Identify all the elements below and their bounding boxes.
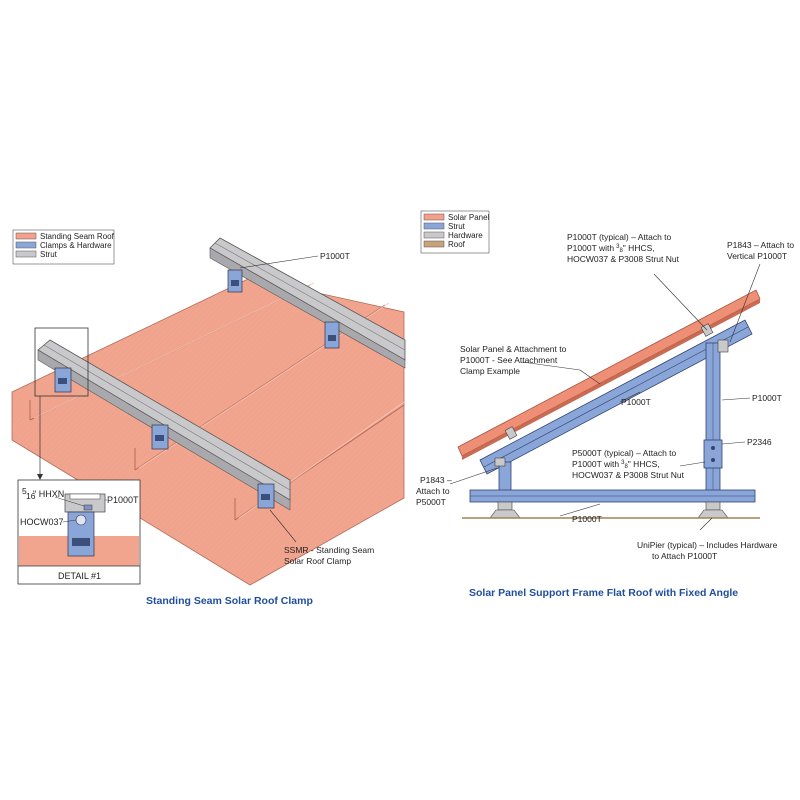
- detail-arrow-icon: [37, 474, 43, 480]
- detail-1-box: 5 16 " HHXN P1000T HOCW037 DETAIL #1: [17, 479, 141, 585]
- right-diagram: Solar Panel Strut Hardware Roof: [416, 210, 794, 599]
- label-panel-3: Clamp Example: [460, 366, 520, 376]
- legend-swatch-roof: [423, 240, 445, 248]
- detail-marker: [34, 327, 89, 397]
- diagonal-strut: [479, 319, 753, 475]
- label-top-b1: P1843 – Attach to: [727, 240, 794, 250]
- label-ssmr-2: Solar Roof Clamp: [284, 556, 351, 566]
- label-p5000t-3: HOCW037 & P3008 Strut Nut: [572, 470, 685, 480]
- legend-swatch-strut: [15, 250, 37, 258]
- label-p1000t: P1000T: [320, 251, 350, 261]
- roof-clamp: [257, 483, 275, 509]
- label-top-b2: Vertical P1000T: [727, 251, 787, 261]
- front-post: [494, 457, 512, 493]
- label-panel-2: P1000T - See Attachment: [460, 355, 558, 365]
- label-p1843-1: P1843 –: [420, 475, 452, 485]
- legend-label: Roof: [448, 240, 466, 249]
- detail-hhxn-frac-num: 5: [22, 486, 27, 496]
- panel-clamp: [504, 426, 518, 440]
- label-top-a2-pre: P1000T with: [567, 243, 614, 253]
- legend-label: Strut: [40, 250, 58, 259]
- roof-clamp: [54, 367, 72, 393]
- roof-clamp: [227, 269, 243, 293]
- unipier-foot: [489, 501, 521, 519]
- legend-swatch-hardware: [423, 231, 445, 239]
- detail-p1000t-label: P1000T: [107, 495, 139, 505]
- label-p1000t-diag: P1000T: [621, 397, 651, 407]
- label-top-a3: HOCW037 & P3008 Strut Nut: [567, 254, 680, 264]
- legend-label: Standing Seam Roof: [40, 232, 115, 241]
- detail-title: DETAIL #1: [58, 571, 101, 581]
- right-legend: Solar Panel Strut Hardware Roof: [420, 210, 490, 254]
- label-top-a2-frac-den: 8: [619, 248, 623, 254]
- label-p5000t-2-post: " HHCS,: [628, 459, 660, 469]
- solar-panel: [457, 289, 761, 460]
- label-p5000t-2-frac-num: 3: [621, 460, 625, 466]
- detail-hocw-label: HOCW037: [20, 517, 64, 527]
- legend-swatch-roof: [15, 232, 37, 240]
- label-p1000t-vert: P1000T: [752, 393, 782, 403]
- label-unipier-1: UniPier (typical) – Includes Hardware: [637, 540, 778, 550]
- left-caption: Standing Seam Solar Roof Clamp: [146, 595, 313, 607]
- label-panel-1: Solar Panel & Attachment to: [460, 344, 567, 354]
- unipier-foot: [697, 501, 729, 519]
- label-p2346: P2346: [747, 437, 772, 447]
- roof-clamp: [151, 424, 169, 450]
- label-unipier-2: to Attach P1000T: [652, 551, 717, 561]
- detail-hhxn-frac-den: 16: [26, 491, 36, 501]
- label-p1843-3: P5000T: [416, 497, 446, 507]
- legend-swatch-panel: [423, 213, 445, 221]
- label-p5000t-2-pre: P1000T with: [572, 459, 619, 469]
- legend-label: Strut: [448, 222, 466, 231]
- legend-label: Solar Panel: [448, 213, 490, 222]
- label-ssmr: SSMR - Standing Seam: [284, 545, 374, 555]
- strut-rail-back: [209, 237, 406, 369]
- left-diagram: Standing Seam Roof Clamps & Hardware Str…: [11, 229, 406, 607]
- label-p1000t-base: P1000T: [572, 514, 602, 524]
- left-legend: Standing Seam Roof Clamps & Hardware Str…: [12, 229, 115, 265]
- legend-swatch-strut: [423, 222, 445, 230]
- label-top-a2-frac-num: 3: [616, 244, 620, 250]
- label-top-a1: P1000T (typical) – Attach to: [567, 232, 672, 242]
- standing-seam-roof: [11, 277, 405, 586]
- legend-swatch-clamps: [15, 241, 37, 249]
- right-caption: Solar Panel Support Frame Flat Roof with…: [469, 587, 738, 599]
- detail-hhxn-label: " HHXN: [33, 489, 64, 499]
- legend-label: Hardware: [448, 231, 483, 240]
- roof-clamp: [324, 321, 340, 349]
- label-p5000t-1: P5000T (typical) – Attach to: [572, 448, 677, 458]
- base-strut: [469, 489, 756, 503]
- label-p1843-2: Attach to: [416, 486, 450, 496]
- label-top-a2-post: " HHCS,: [623, 243, 655, 253]
- vertical-strut: [703, 339, 729, 492]
- label-p5000t-2-frac-den: 8: [624, 464, 628, 470]
- legend-label: Clamps & Hardware: [40, 241, 112, 250]
